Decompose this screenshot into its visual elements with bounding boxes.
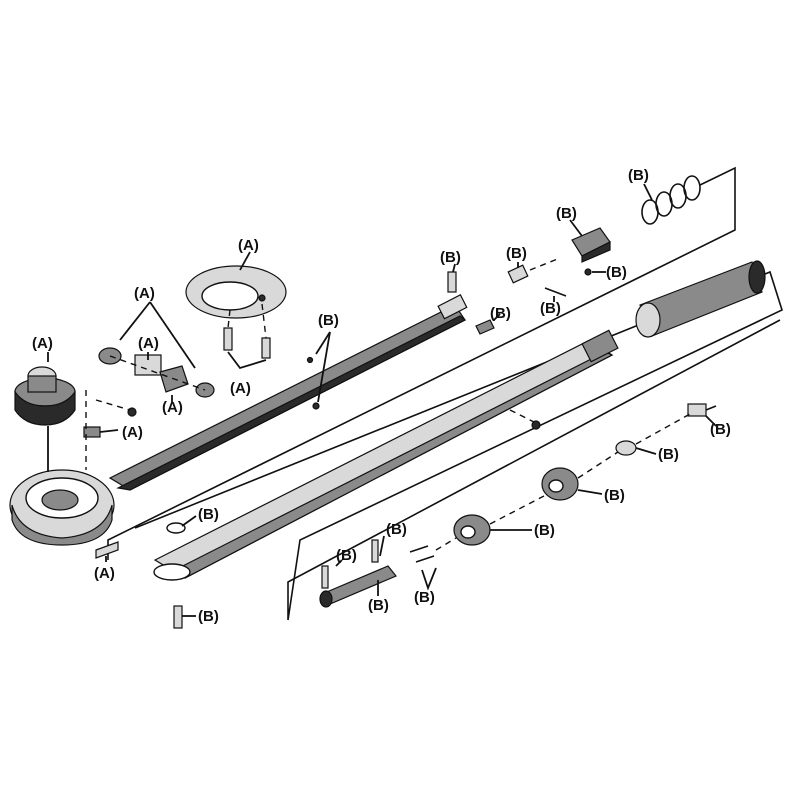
end-bolt bbox=[687, 403, 717, 417]
pins-pair bbox=[409, 537, 457, 591]
top-plate bbox=[185, 265, 287, 339]
label-b-handle-sleeve: (B) bbox=[336, 547, 357, 564]
block bbox=[571, 227, 611, 276]
label-a-head-knob: (A) bbox=[32, 335, 53, 352]
plate-screws bbox=[223, 327, 271, 370]
label-b-key: (B) bbox=[490, 305, 511, 322]
label-b-block-top: (B) bbox=[556, 205, 577, 222]
label-a-group-top: (A) bbox=[134, 285, 155, 302]
ratchet-knob bbox=[14, 366, 76, 472]
pin-and-ball bbox=[83, 390, 137, 470]
label-b-nut-small: (B) bbox=[534, 522, 555, 539]
label-b-rod-holes: (B) bbox=[318, 312, 339, 329]
long-rod bbox=[108, 294, 468, 491]
label-a-screws: (A) bbox=[230, 380, 251, 397]
lower-frame bbox=[134, 270, 783, 621]
tube-top-hole bbox=[166, 522, 186, 534]
label-b-end-bolt: (B) bbox=[710, 421, 731, 438]
label-a-pin: (A) bbox=[122, 424, 143, 441]
labels: (A) (A) (A) (A) (A) (A) (A) (A) (B) (B) … bbox=[32, 167, 731, 625]
ratchet-head-base bbox=[9, 469, 115, 546]
label-b-rod-end-post: (B) bbox=[440, 249, 461, 266]
key bbox=[475, 319, 495, 335]
thin-pin bbox=[544, 287, 567, 297]
label-b-spring: (B) bbox=[628, 167, 649, 184]
label-b-cylinder: (B) bbox=[506, 245, 527, 262]
label-b-small-ball: (B) bbox=[606, 264, 627, 281]
rod-holes bbox=[306, 331, 331, 410]
label-b-pins-pair: (B) bbox=[414, 589, 435, 606]
leader-lines bbox=[47, 183, 717, 617]
grip-sleeve bbox=[635, 260, 766, 338]
bottom-washer bbox=[95, 541, 119, 559]
small-parts-group bbox=[98, 301, 215, 398]
label-b-pin-thin: (B) bbox=[540, 300, 561, 317]
tube-bottom-screw bbox=[173, 605, 183, 629]
handle-bar bbox=[319, 539, 397, 608]
label-a-bottom-washer: (A) bbox=[94, 565, 115, 582]
label-b-handle-post: (B) bbox=[386, 521, 407, 538]
cylinder bbox=[507, 257, 561, 284]
label-a-clip: (A) bbox=[162, 399, 183, 416]
rod-end-post bbox=[447, 271, 457, 293]
label-b-washer: (B) bbox=[658, 446, 679, 463]
spring bbox=[641, 175, 701, 225]
label-a-small-block: (A) bbox=[138, 335, 159, 352]
label-b-tube-bottom-screw: (B) bbox=[198, 608, 219, 625]
label-b-tube-top-hole: (B) bbox=[198, 506, 219, 523]
label-b-handle-bar: (B) bbox=[368, 597, 389, 614]
large-nut bbox=[541, 451, 619, 501]
small-nut bbox=[453, 495, 545, 546]
label-a-plate-top: (A) bbox=[238, 237, 259, 254]
washer bbox=[615, 413, 691, 456]
label-b-nut-large: (B) bbox=[604, 487, 625, 504]
long-tube bbox=[153, 329, 619, 581]
